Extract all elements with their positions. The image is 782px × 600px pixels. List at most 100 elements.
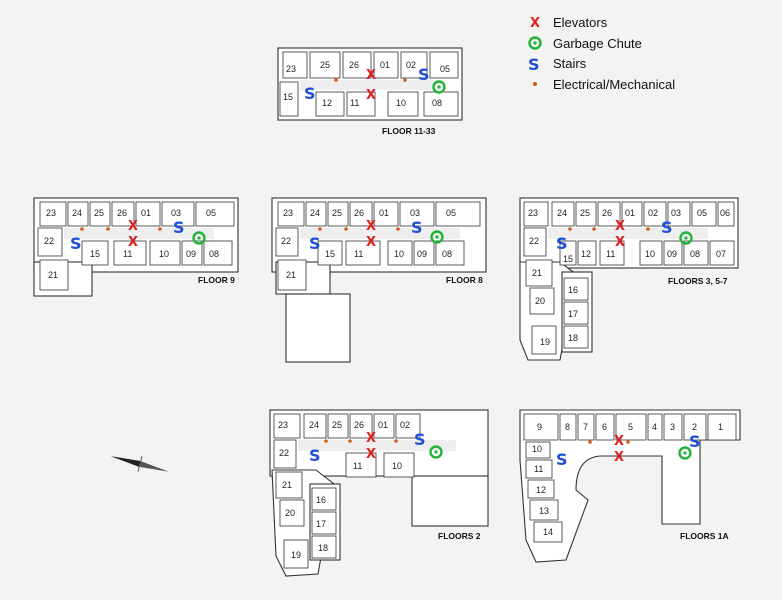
electrical-icon: [324, 439, 328, 443]
room-01: 01: [379, 208, 389, 218]
garbage-chute-icon: [192, 231, 206, 245]
room-8: 8: [565, 422, 570, 432]
room-21: 21: [286, 270, 296, 280]
room-10: 10: [532, 444, 542, 454]
room-02: 02: [400, 420, 410, 430]
room-20: 20: [285, 508, 295, 518]
electrical-icon: [158, 227, 162, 231]
room-05: 05: [206, 208, 216, 218]
electrical-icon: [80, 227, 84, 231]
room-20: 20: [535, 296, 545, 306]
plan-title: FLOOR 9: [198, 275, 235, 285]
room-09: 09: [667, 249, 677, 259]
garbage-chute-icon: [432, 80, 446, 94]
elevator-icon: X: [614, 450, 624, 465]
room-17: 17: [568, 309, 578, 319]
room-22: 22: [529, 236, 539, 246]
room-13: 13: [539, 506, 549, 516]
room-21: 21: [282, 480, 292, 490]
room-22: 22: [279, 448, 289, 458]
garbage-chute-icon: [429, 445, 443, 459]
stairs-icon: S: [309, 446, 321, 465]
garbage-chute-icon: [678, 446, 692, 460]
room-15: 15: [283, 92, 293, 102]
room-15: 15: [90, 249, 100, 259]
garbage-chute-icon: [430, 230, 444, 244]
elevator-icon: X: [366, 431, 376, 446]
electrical-icon: [106, 227, 110, 231]
room-11: 11: [350, 98, 359, 108]
room-12: 12: [322, 98, 332, 108]
room-05: 05: [440, 64, 450, 74]
plan-title: FLOOR 11-33: [382, 126, 436, 136]
electrical-icon: [396, 227, 400, 231]
room-11: 11: [534, 464, 543, 474]
room-14: 14: [543, 527, 553, 537]
legend-garbage-chute-label: Garbage Chute: [553, 36, 642, 51]
legend-electrical-label: Electrical/Mechanical: [553, 77, 675, 92]
elevator-icon: X: [366, 68, 376, 83]
room-08: 08: [209, 249, 219, 259]
room-24: 24: [72, 208, 82, 218]
stairs-icon: S: [173, 218, 185, 237]
stairs-icon: S: [411, 218, 423, 237]
electrical-icon: [348, 439, 352, 443]
room-22: 22: [281, 236, 291, 246]
room-24: 24: [310, 208, 320, 218]
room-02: 02: [406, 60, 416, 70]
room-26: 26: [117, 208, 127, 218]
room-26: 26: [354, 420, 364, 430]
room-01: 01: [141, 208, 151, 218]
room-08: 08: [442, 249, 452, 259]
room-07: 07: [716, 249, 726, 259]
plan-floors-3-5-7: 23 24 25 26 01 02 03 05 06 22 15 12 11 1…: [519, 197, 739, 361]
room-10: 10: [159, 249, 169, 259]
room-25: 25: [94, 208, 104, 218]
room-23: 23: [283, 208, 293, 218]
room-23: 23: [278, 420, 288, 430]
room-10: 10: [394, 249, 404, 259]
elevator-icon: X: [366, 447, 376, 462]
plan-floor-9: 23 24 25 26 01 03 05 22 15 11 10 09 08 2…: [33, 197, 239, 297]
room-06: 06: [720, 208, 730, 218]
electrical-icon: [568, 227, 572, 231]
electrical-icon: [344, 227, 348, 231]
room-16: 16: [568, 285, 578, 295]
room-19: 19: [540, 337, 550, 347]
room-03: 03: [410, 208, 420, 218]
room-09: 09: [417, 249, 427, 259]
room-12: 12: [536, 485, 546, 495]
plan-title: FLOORS 3, 5-7: [668, 276, 728, 286]
room-08: 08: [432, 98, 442, 108]
legend-elevators-label: Elevators: [553, 15, 608, 30]
electrical-icon: [592, 227, 596, 231]
room-10: 10: [396, 98, 406, 108]
room-7: 7: [583, 422, 588, 432]
room-11: 11: [606, 249, 615, 259]
room-25: 25: [332, 208, 342, 218]
room-25: 25: [580, 208, 590, 218]
garbage-chute-icon: [679, 231, 693, 245]
room-23: 23: [528, 208, 538, 218]
room-23: 23: [286, 64, 296, 74]
electrical-icon: [403, 78, 407, 82]
stairs-icon: S: [70, 234, 82, 253]
room-18: 18: [318, 543, 328, 553]
room-9: 9: [537, 422, 542, 432]
plan-title: FLOORS 2: [438, 531, 481, 541]
electrical-legend-icon: [533, 82, 537, 86]
stairs-icon: S: [309, 234, 321, 253]
stairs-icon: S: [304, 84, 316, 103]
room-03: 03: [171, 208, 181, 218]
room-17: 17: [316, 519, 326, 529]
plan-floors-1a: 9 8 7 6 5 4 3 2 1 10 11 12 13 14 X X S S…: [519, 409, 741, 563]
elevator-icon: X: [128, 219, 138, 234]
room-6: 6: [602, 422, 607, 432]
elevator-icon: X: [128, 235, 138, 250]
room-4: 4: [652, 422, 657, 432]
room-26: 26: [602, 208, 612, 218]
stairs-icon: S: [661, 218, 673, 237]
room-19: 19: [291, 550, 301, 560]
room-05: 05: [446, 208, 456, 218]
